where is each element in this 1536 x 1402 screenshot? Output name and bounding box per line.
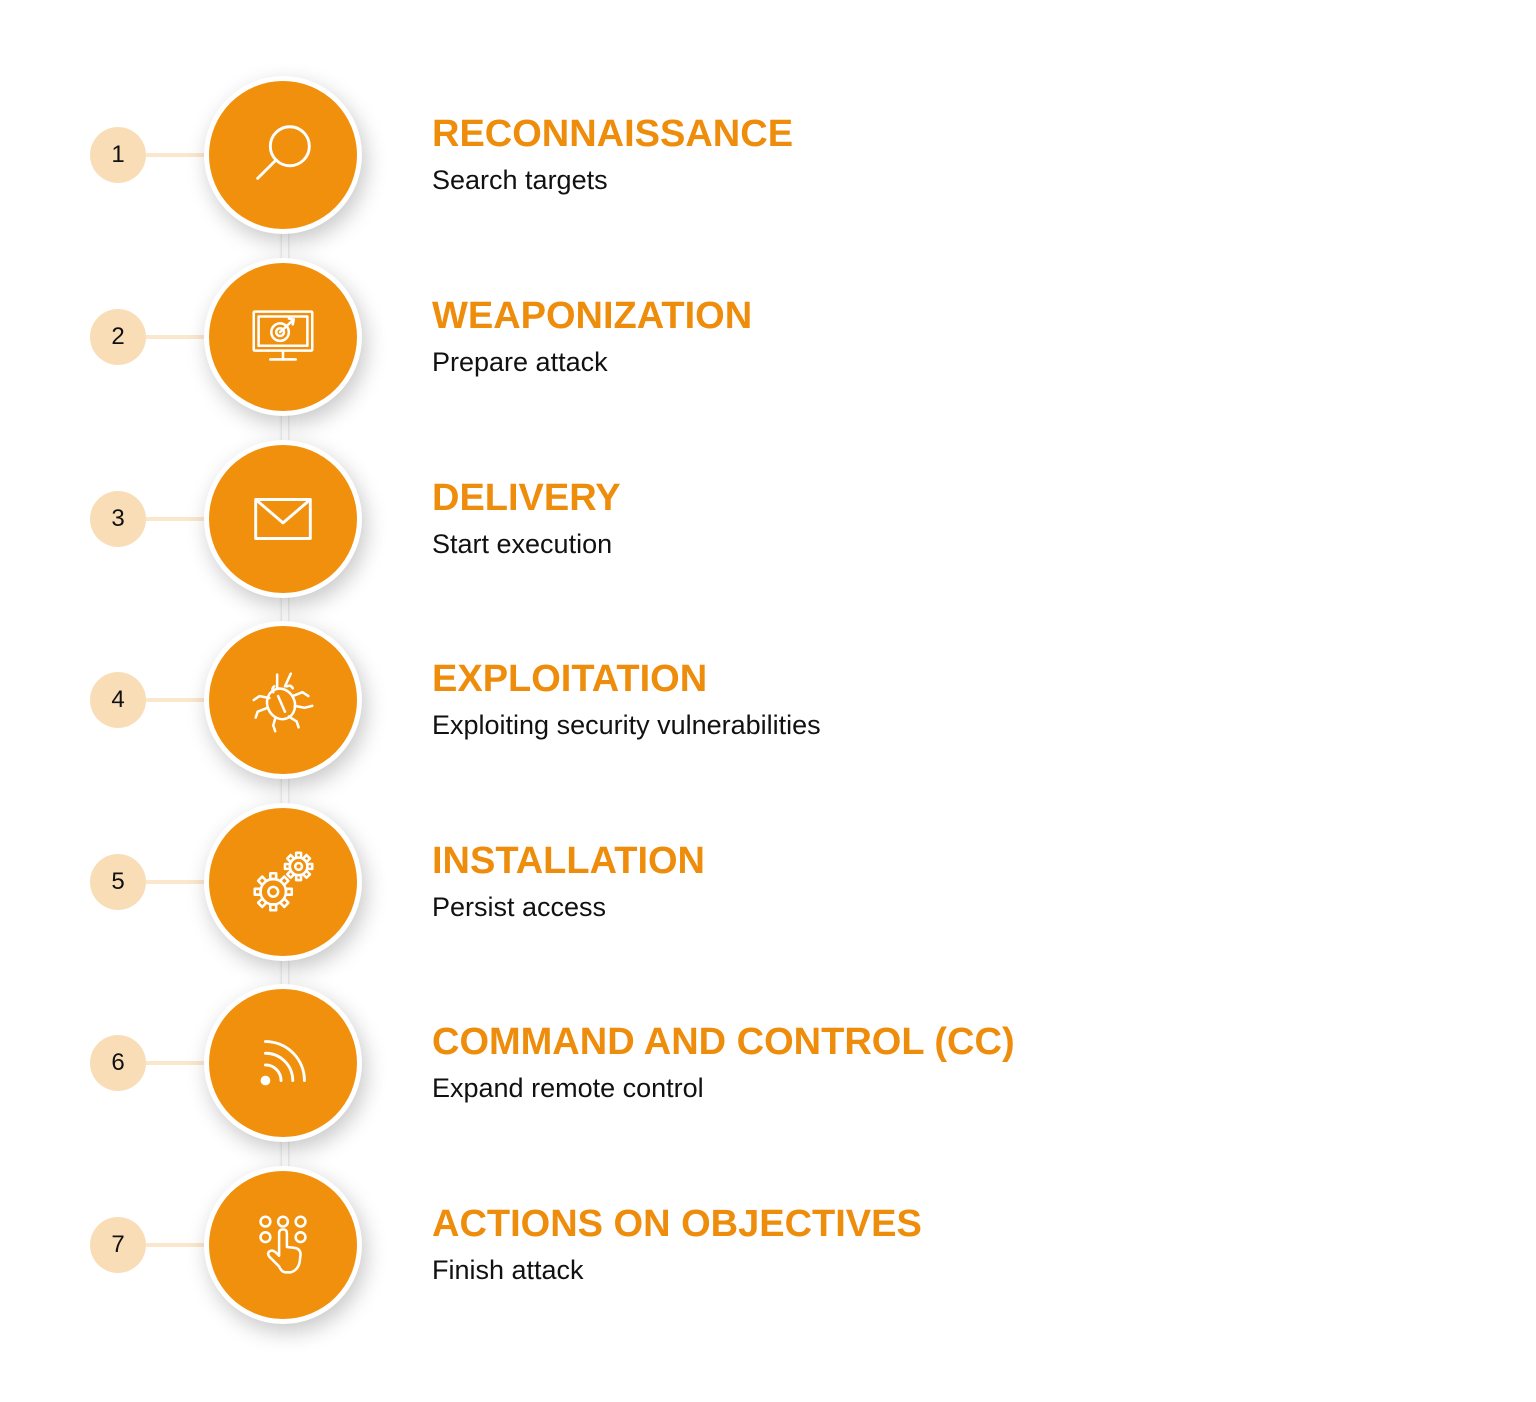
step-6: 6 COMMAND AND CONTROL (CC) Expand remote…: [0, 983, 1536, 1143]
envelope-icon: [254, 498, 312, 540]
step-title: WEAPONIZATION: [432, 295, 753, 337]
step-title: EXPLOITATION: [432, 658, 708, 700]
step-number-badge: 6: [90, 1035, 146, 1091]
step-number-badge: 4: [90, 672, 146, 728]
step-title: COMMAND AND CONTROL (CC): [432, 1021, 1015, 1063]
step-1: 1 RECONNAISSANCE Search targets: [0, 75, 1536, 235]
step-connector: [146, 335, 208, 339]
step-number-badge: 1: [90, 127, 146, 183]
step-number-badge: 3: [90, 491, 146, 547]
step-connector: [146, 1243, 208, 1247]
step-number-badge: 7: [90, 1217, 146, 1273]
step-3: 3 DELIVERY Start execution: [0, 439, 1536, 599]
step-icon-circle: [204, 803, 362, 961]
step-subtitle: Finish attack: [432, 1255, 584, 1285]
signal-icon: [260, 1040, 306, 1086]
step-icon-circle: [204, 1166, 362, 1324]
step-subtitle: Expand remote control: [432, 1073, 704, 1103]
step-7: 7 ACTIONS ON OBJECTIVES Finish attack: [0, 1165, 1536, 1325]
step-connector: [146, 517, 208, 521]
bug-icon: [252, 672, 314, 733]
step-icon-circle: [204, 258, 362, 416]
step-subtitle: Prepare attack: [432, 347, 608, 377]
step-title: INSTALLATION: [432, 840, 705, 882]
step-icon-circle: [204, 440, 362, 598]
step-title: DELIVERY: [432, 477, 621, 519]
step-connector: [146, 1061, 208, 1065]
step-4: 4 EXPLOITATION Exp: [0, 620, 1536, 780]
step-subtitle: Exploiting security vulnerabilities: [432, 710, 821, 740]
step-subtitle: Search targets: [432, 165, 608, 195]
step-connector: [146, 880, 208, 884]
step-subtitle: Persist access: [432, 892, 607, 922]
magnifier-icon: [256, 125, 311, 180]
step-connector: [146, 698, 208, 702]
step-icon-circle: [204, 621, 362, 779]
gears-icon: [253, 851, 314, 912]
step-number-badge: 5: [90, 854, 146, 910]
step-2: 2 WEAPONIZATION Prepare attack: [0, 257, 1536, 417]
step-icon-circle: [204, 76, 362, 234]
step-connector: [146, 153, 208, 157]
step-number-badge: 2: [90, 309, 146, 365]
step-5: 5: [0, 802, 1536, 962]
monitor-target-icon: [252, 310, 314, 361]
step-icon-circle: [204, 984, 362, 1142]
step-title: ACTIONS ON OBJECTIVES: [432, 1203, 922, 1245]
touch-keypad-icon: [259, 1215, 307, 1274]
step-subtitle: Start execution: [432, 529, 613, 559]
step-title: RECONNAISSANCE: [432, 113, 794, 155]
